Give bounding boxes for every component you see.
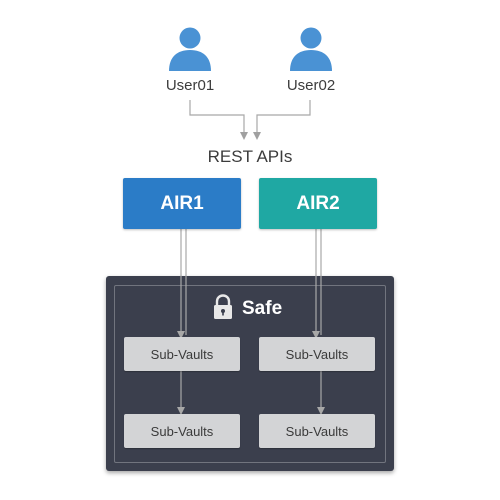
user-icon bbox=[288, 27, 334, 71]
subvault-box[interactable]: Sub-Vaults bbox=[259, 337, 375, 371]
air2-node[interactable]: AIR2 bbox=[259, 178, 377, 229]
user01-label: User01 bbox=[165, 77, 215, 94]
subvault-box[interactable]: Sub-Vaults bbox=[124, 337, 240, 371]
user02-label: User02 bbox=[286, 77, 336, 94]
safe-label: Safe bbox=[242, 298, 283, 319]
user-icon bbox=[167, 27, 213, 71]
subvault-box[interactable]: Sub-Vaults bbox=[259, 414, 375, 448]
user02-connector bbox=[253, 100, 311, 140]
air1-node[interactable]: AIR1 bbox=[123, 178, 241, 229]
safe-inner-border bbox=[114, 285, 386, 463]
subvault-box[interactable]: Sub-Vaults bbox=[124, 414, 240, 448]
lock-icon bbox=[212, 293, 234, 325]
safe-title: Safe bbox=[212, 293, 283, 325]
rest-apis-label: REST APIs bbox=[207, 147, 293, 166]
user01-connector bbox=[189, 100, 248, 140]
